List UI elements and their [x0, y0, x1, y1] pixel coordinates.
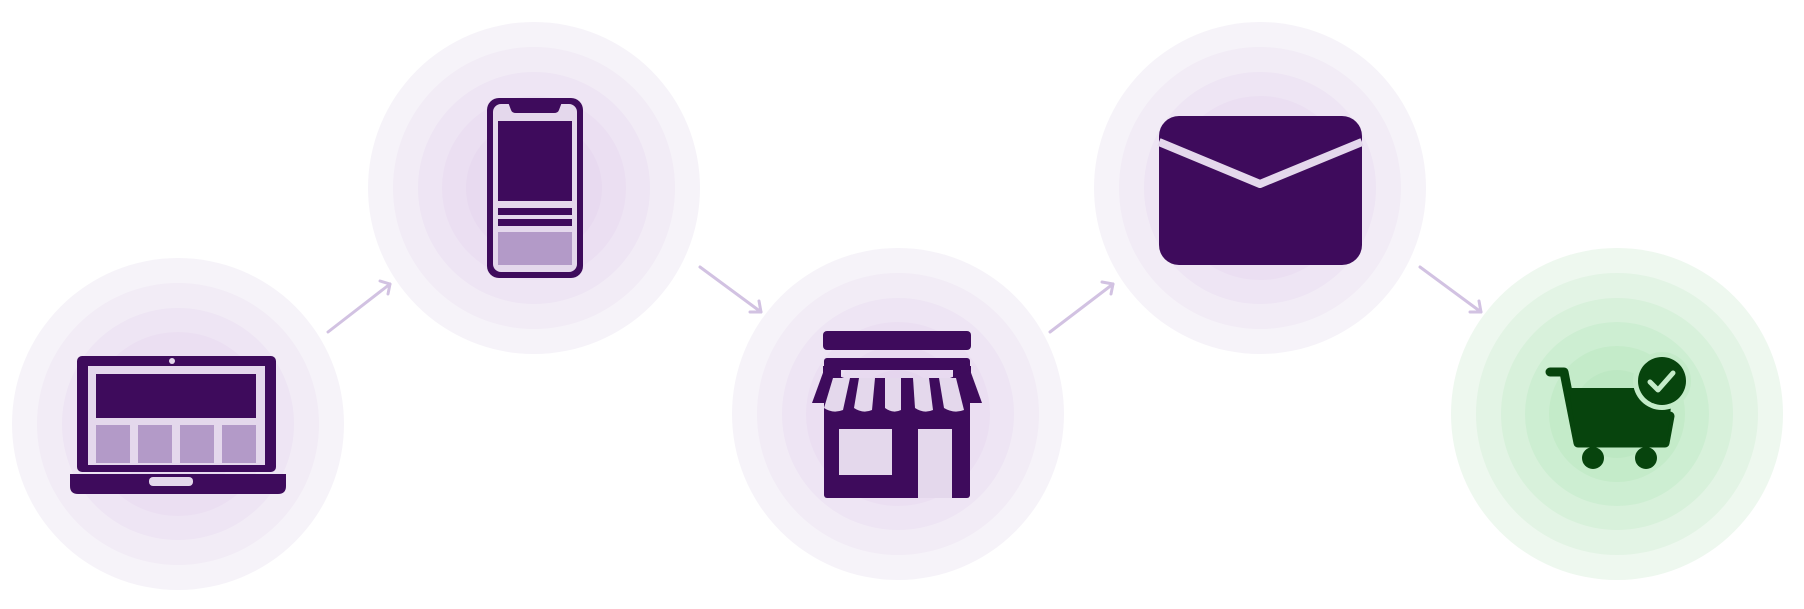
step-desktop	[12, 258, 344, 590]
store-halo	[732, 248, 1064, 580]
purchase-halo	[1451, 248, 1783, 580]
envelope-icon	[1157, 116, 1364, 265]
step-email	[1094, 22, 1426, 354]
storefront-icon	[812, 331, 982, 498]
smartphone-icon	[487, 98, 583, 278]
email-halo	[1094, 22, 1426, 354]
step-mobile	[368, 22, 700, 354]
mobile-halo	[368, 22, 700, 354]
step-purchase	[1451, 248, 1783, 580]
laptop-icon	[70, 356, 286, 494]
cart-check-icon	[1545, 352, 1691, 469]
step-store	[732, 248, 1064, 580]
desktop-halo	[12, 258, 344, 590]
